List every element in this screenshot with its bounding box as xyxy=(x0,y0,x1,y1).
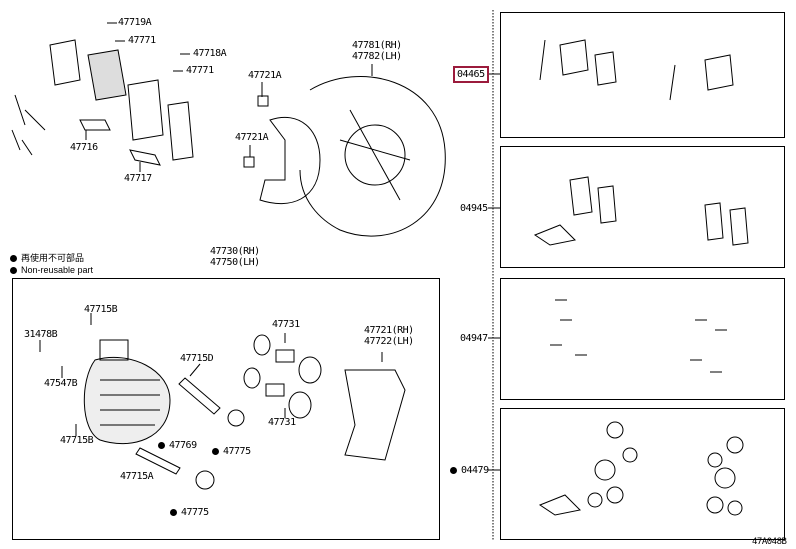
part-number: 47775 xyxy=(181,507,209,518)
kit-box-04465 xyxy=(500,12,785,138)
kit-label-04465[interactable]: 04465 xyxy=(453,66,489,83)
part-label[interactable]: 47722(LH) xyxy=(364,336,414,347)
kit-label-04947[interactable]: 04947 xyxy=(460,333,488,344)
non-reusable-icon xyxy=(158,442,165,449)
part-label[interactable]: 47721A xyxy=(235,132,269,143)
part-number: 47769 xyxy=(169,440,197,451)
non-reusable-icon xyxy=(170,509,177,516)
part-label[interactable]: 47721A xyxy=(248,70,282,81)
kit-box-04947 xyxy=(500,278,785,400)
part-label[interactable]: 47715B xyxy=(60,435,94,446)
diagram-code: 47A048B xyxy=(752,537,787,547)
part-label[interactable]: 47769 xyxy=(158,440,197,451)
part-label[interactable]: 47775 xyxy=(212,446,251,457)
part-label[interactable]: 47721(RH) xyxy=(364,325,414,336)
legend-jp-text: 再使用不可部品 xyxy=(21,253,85,263)
part-label[interactable]: 47719A xyxy=(118,17,152,28)
part-label[interactable]: 31478B xyxy=(24,329,58,340)
part-label[interactable]: 47715A xyxy=(120,471,154,482)
part-label[interactable]: 47782(LH) xyxy=(352,51,402,62)
part-label[interactable]: 47775 xyxy=(170,507,209,518)
part-label[interactable]: 47731 xyxy=(272,319,300,330)
part-label[interactable]: 47717 xyxy=(124,173,152,184)
part-label[interactable]: 47771 xyxy=(186,65,214,76)
part-label[interactable]: 47716 xyxy=(70,142,98,153)
non-reusable-icon xyxy=(212,448,219,455)
bullet-icon xyxy=(10,255,17,262)
kit-box-04945 xyxy=(500,146,785,268)
part-label[interactable]: 47771 xyxy=(128,35,156,46)
non-reusable-icon xyxy=(450,467,457,474)
kit-label-04945[interactable]: 04945 xyxy=(460,203,488,214)
legend-en: Non-reusable part xyxy=(10,264,93,276)
kit-label-04479[interactable]: 04479 xyxy=(450,465,489,476)
part-label[interactable]: 47715B xyxy=(84,304,118,315)
torque-plate-drawing xyxy=(344,369,406,461)
part-label[interactable]: 47547B xyxy=(44,378,78,389)
kit-box-04479 xyxy=(500,408,785,540)
caliper-assembly-box xyxy=(12,278,440,540)
bullet-icon xyxy=(10,267,17,274)
part-label[interactable]: 47750(LH) xyxy=(210,257,260,268)
part-label[interactable]: 47715D xyxy=(180,353,214,364)
dust-shield-drawing xyxy=(299,76,446,237)
part-label[interactable]: 47781(RH) xyxy=(352,40,402,51)
part-label[interactable]: 47730(RH) xyxy=(210,246,260,257)
brake-pad-drawing xyxy=(11,39,194,166)
legend-jp: 再使用不可部品 xyxy=(10,252,84,264)
part-number: 04479 xyxy=(461,465,489,476)
legend-en-text: Non-reusable part xyxy=(21,265,94,275)
part-label[interactable]: 47718A xyxy=(193,48,227,59)
caliper-drawing xyxy=(83,339,171,445)
part-label[interactable]: 47731 xyxy=(268,417,296,428)
part-number: 47775 xyxy=(223,446,251,457)
